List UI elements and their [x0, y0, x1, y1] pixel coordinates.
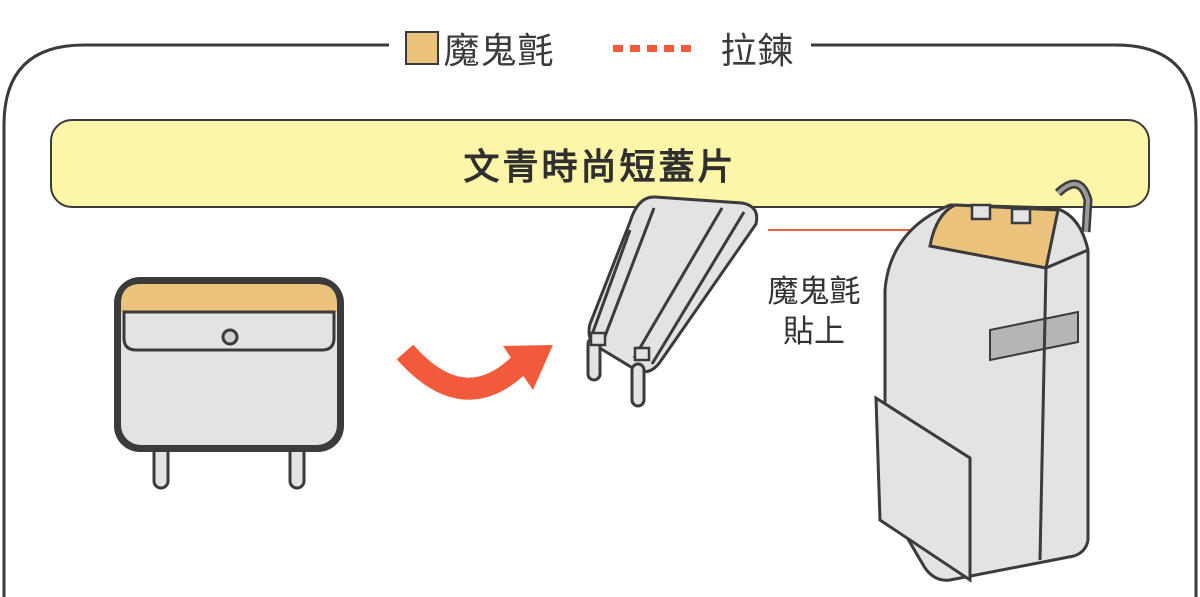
backpack-icon	[874, 179, 1093, 583]
flap-cover-icon	[114, 277, 344, 490]
annotation-line-2: 貼上	[783, 314, 845, 350]
zipper-dash-icon	[612, 44, 691, 52]
velcro-swatch	[405, 31, 440, 65]
legend: 魔鬼氈 拉鍊	[0, 20, 1200, 76]
curved-arrow-icon	[396, 344, 553, 400]
velcro-legend-label: 魔鬼氈	[443, 31, 555, 72]
legend-box: 魔鬼氈 拉鍊	[389, 22, 811, 74]
flipped-flap-icon	[586, 195, 759, 408]
annotation-line-1: 魔鬼氈	[767, 274, 861, 310]
zipper-legend-label: 拉鍊	[720, 31, 795, 72]
title-banner: 文青時尚短蓋片	[50, 119, 1150, 208]
banner-title: 文青時尚短蓋片	[463, 146, 737, 188]
velcro-attach-annotation: 魔鬼氈 貼上	[754, 272, 874, 352]
